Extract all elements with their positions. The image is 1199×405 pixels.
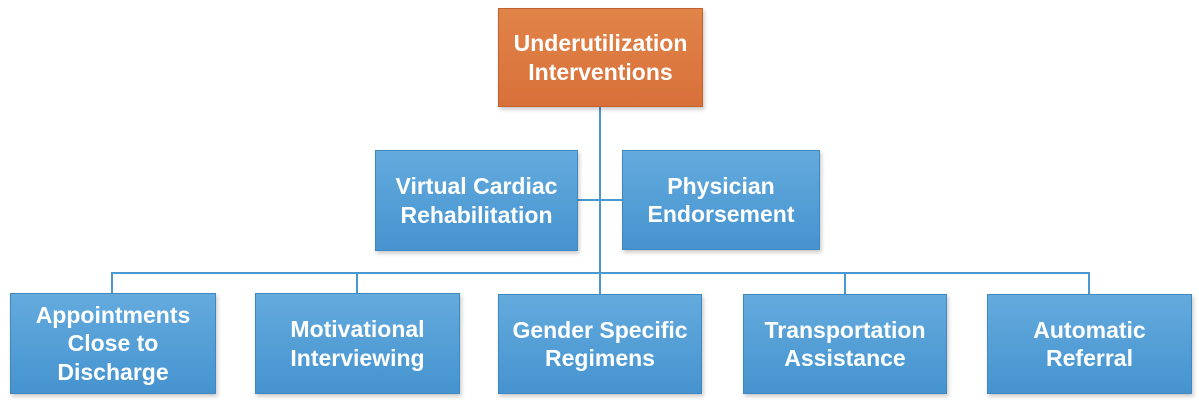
connector-drop-transportation — [844, 272, 846, 295]
connector-level3-horizontal — [111, 272, 1090, 274]
node-virtual-cardiac-rehabilitation: Virtual Cardiac Rehabilitation — [375, 150, 578, 251]
node-gender-specific-regimens: Gender Specific Regimens — [498, 294, 702, 394]
connector-drop-motivational — [356, 272, 358, 295]
node-transportation-assistance: Transportation Assistance — [743, 294, 947, 394]
node-underutilization-interventions: Underutilization Interventions — [498, 8, 703, 107]
node-physician-endorsement: Physician Endorsement — [622, 150, 820, 250]
node-automatic-referral: Automatic Referral — [987, 294, 1192, 394]
node-appointments-close-to-discharge: Appointments Close to Discharge — [10, 293, 216, 394]
node-motivational-interviewing: Motivational Interviewing — [255, 293, 460, 394]
connector-level2-crossbar — [578, 199, 622, 201]
connector-drop-appointments — [111, 272, 113, 295]
connector-drop-automatic — [1088, 272, 1090, 295]
